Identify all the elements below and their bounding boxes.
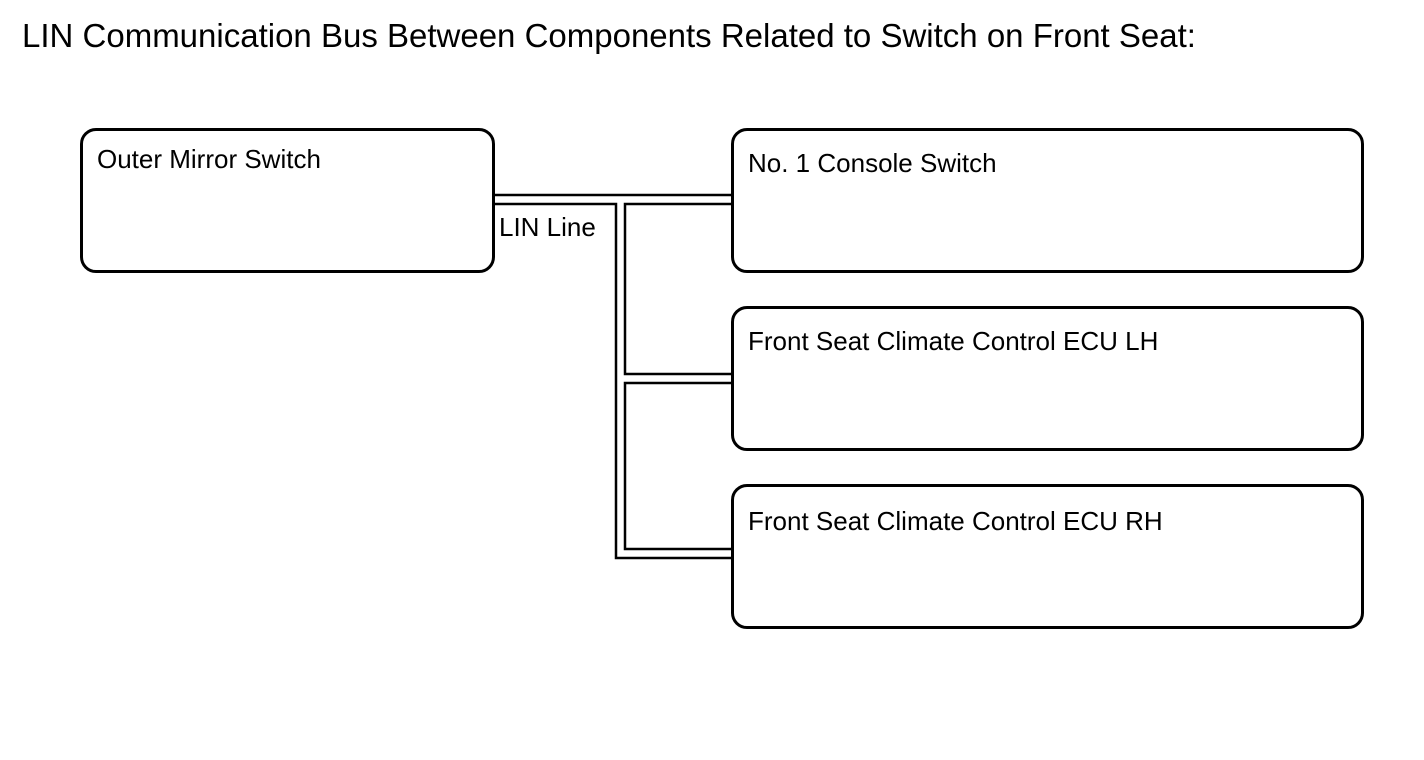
no1-console-switch-box: No. 1 Console Switch (731, 128, 1364, 273)
diagram-title: LIN Communication Bus Between Components… (22, 17, 1196, 54)
no1-console-switch-label: No. 1 Console Switch (748, 148, 997, 178)
front-seat-climate-ecu-rh-label: Front Seat Climate Control ECU RH (748, 506, 1163, 536)
outer-mirror-switch-box: Outer Mirror Switch (80, 128, 495, 273)
lin-bus-inner-line (623, 202, 733, 551)
outer-mirror-switch-label: Outer Mirror Switch (97, 144, 321, 174)
front-seat-climate-ecu-lh-box: Front Seat Climate Control ECU LH (731, 306, 1364, 451)
front-seat-climate-ecu-rh-box: Front Seat Climate Control ECU RH (731, 484, 1364, 629)
front-seat-climate-ecu-lh-label: Front Seat Climate Control ECU LH (748, 326, 1159, 356)
lin-line-label: LIN Line (499, 212, 596, 242)
lin-bus-outer-line (494, 193, 733, 560)
